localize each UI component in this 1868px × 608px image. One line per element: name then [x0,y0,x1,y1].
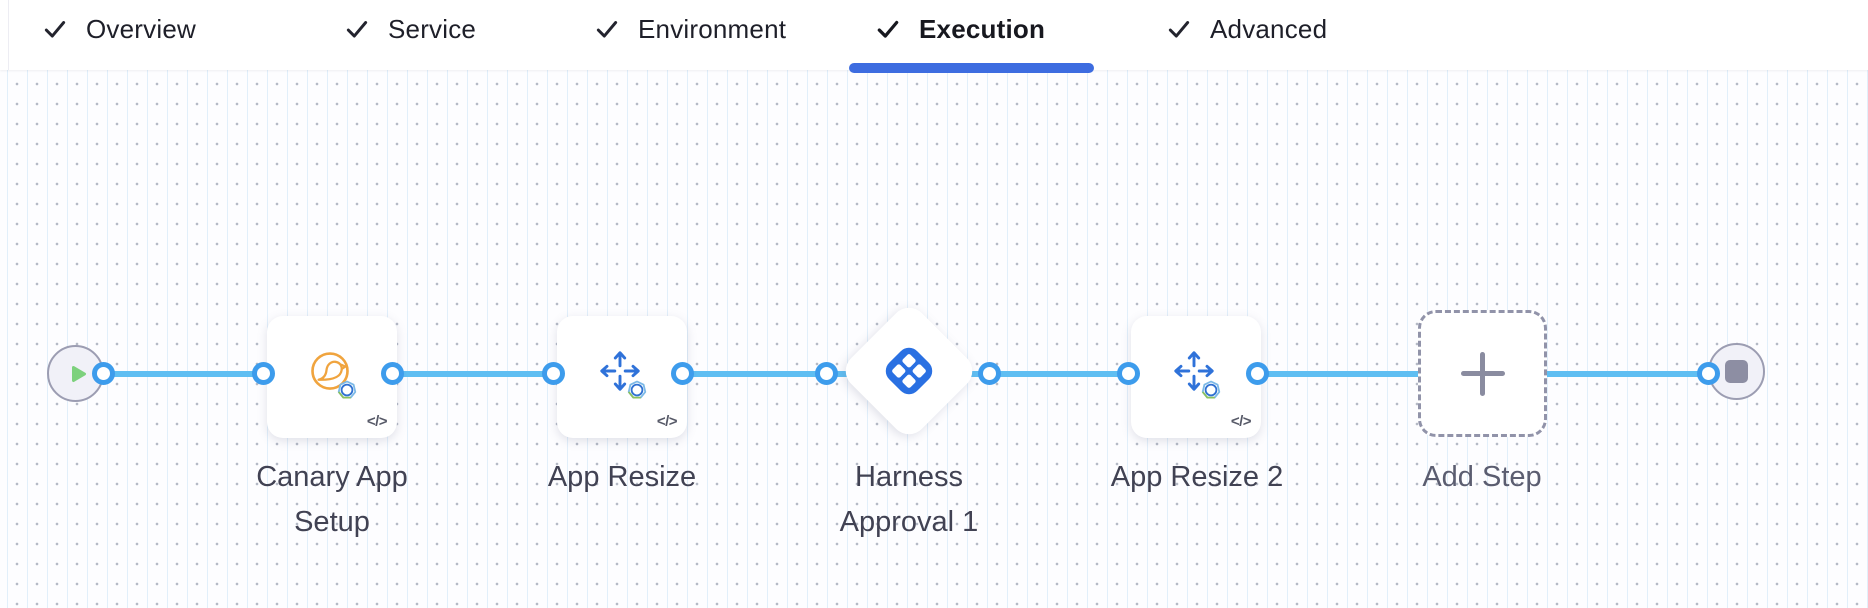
step-label: Add Step [1422,461,1542,493]
yaml-code-icon[interactable]: </> [656,413,678,430]
connector-port[interactable] [671,362,694,385]
checkmark-icon [594,16,620,42]
harness-logo-icon[interactable] [881,343,937,399]
connector-port[interactable] [542,362,565,385]
checkmark-icon [1166,16,1192,42]
stage-config-tabbar: Overview Service Environment Execution A… [0,0,1868,70]
connector-port[interactable] [381,362,404,385]
tab-label: Execution [919,13,1046,44]
tab-overview[interactable]: Overview [42,0,196,58]
step-label: App Resize [547,461,697,493]
add-step-button[interactable] [1418,310,1547,437]
step-node-app-resize[interactable]: </> [557,316,687,438]
panel-divider [8,0,9,70]
tab-label: Service [388,13,477,44]
stop-icon [1725,360,1748,383]
connector-port[interactable] [978,362,1001,385]
connector-port[interactable] [1117,362,1140,385]
step-label: App Resize 2 [1110,461,1284,493]
active-tab-indicator [849,63,1094,73]
tab-execution[interactable]: Execution [875,0,1045,58]
gear-badge-icon [337,380,357,399]
tab-label: Advanced [1210,13,1328,44]
checkmark-icon [875,16,901,42]
checkmark-icon [42,16,68,42]
connector-port[interactable] [1697,362,1720,385]
gear-badge-icon [1201,380,1221,399]
resize-arrows-icon [1174,351,1214,391]
tab-label: Overview [86,13,196,44]
step-node-app-resize-2[interactable]: </> [1131,316,1261,438]
checkmark-icon [344,16,370,42]
connector-port[interactable] [92,362,115,385]
connector-port[interactable] [815,362,838,385]
step-label: Harness Approval 1 [839,461,979,538]
tab-label: Environment [638,13,787,44]
yaml-code-icon[interactable]: </> [366,413,388,430]
pipeline-canvas[interactable]: </> </> [0,70,1868,608]
gear-badge-icon [627,380,647,399]
tab-environment[interactable]: Environment [594,0,786,58]
yaml-code-icon[interactable]: </> [1230,413,1252,430]
tab-service[interactable]: Service [344,0,476,58]
step-label: Canary App Setup [256,461,408,538]
play-icon [71,365,86,382]
connector-port[interactable] [1246,362,1269,385]
connector-port[interactable] [252,362,275,385]
pipeline-start-node [47,345,104,402]
resize-arrows-icon [600,351,640,391]
plus-icon [1460,351,1505,396]
canary-bird-icon [311,352,349,390]
step-node-canary-app-setup[interactable]: </> [267,316,397,438]
tab-advanced[interactable]: Advanced [1166,0,1327,58]
